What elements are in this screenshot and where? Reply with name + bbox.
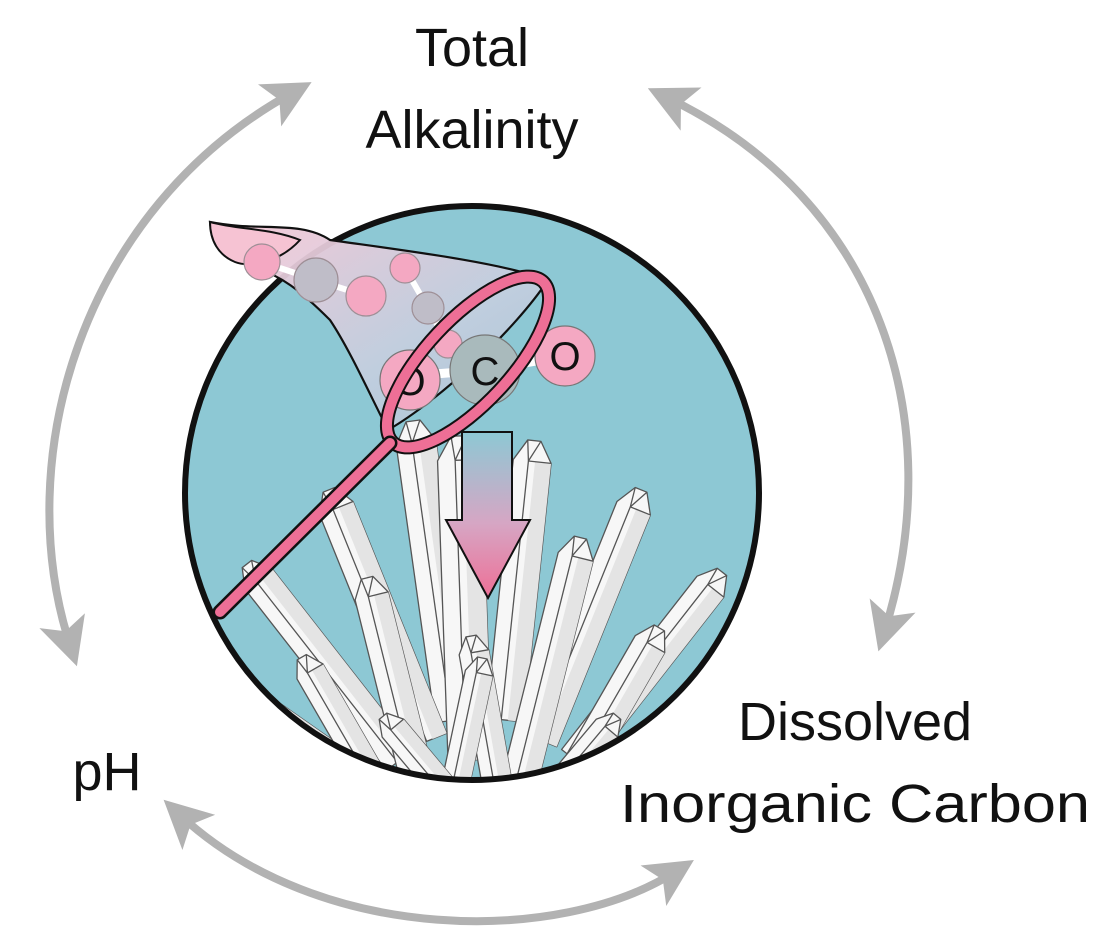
captured-molecule-chain [243,243,463,359]
water-circle-outline [182,203,762,783]
net-handle-fill [215,438,395,617]
arrow-alkalinity-to-dic [647,87,916,652]
label-total-alkalinity-line2: Alkalinity [365,100,578,160]
oxygen-atom-right-label: O [549,335,580,379]
label-dic-line1: Dissolved [738,692,972,752]
label-ph: pH [72,742,141,802]
label-total-alkalinity: Total Alkalinity [365,18,578,160]
capture-net: O C O [208,220,596,620]
oxygen-atom-right [534,325,596,387]
arrow-ph-to-dic [163,799,694,926]
crystal-prism [501,535,594,780]
crystal-prism [378,712,482,780]
arrow-ph-to-alkalinity [39,82,312,667]
cycle-arrows [39,82,916,926]
label-dissolved-inorganic-carbon: Dissolved Inorganic Carbon [620,692,1090,834]
label-total-alkalinity-line1: Total [415,18,529,78]
precipitation-arrow [444,431,532,601]
label-dic-line2: Inorganic Carbon [620,774,1090,834]
